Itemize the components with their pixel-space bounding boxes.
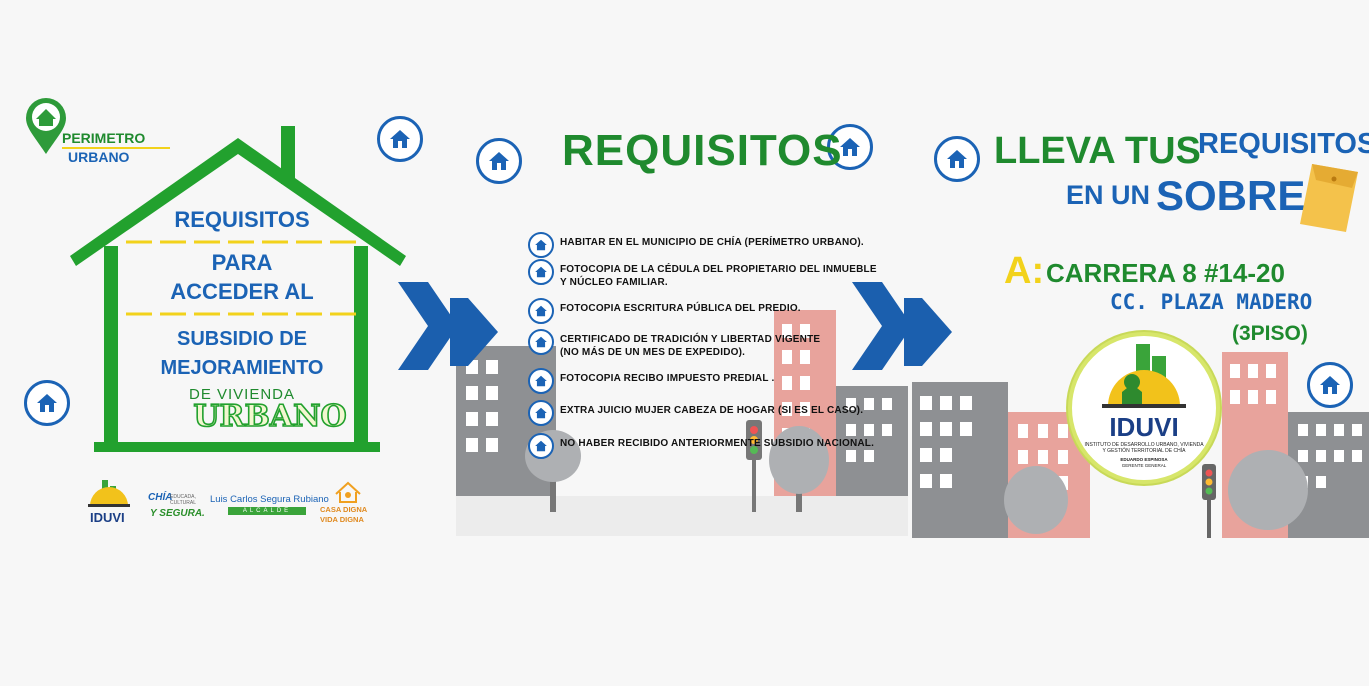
lleva-tus-text: LLEVA TUS (994, 130, 1201, 172)
arrow-icon (398, 282, 498, 370)
list-item-text: HABITAR EN EL MUNICIPIO DE CHÍA (PERÍMET… (560, 237, 864, 248)
list-item-text-2: Y NÚCLEO FAMILIAR. (560, 277, 668, 288)
list-item-text: FOTOCOPIA DE LA CÉDULA DEL PROPIETARIO D… (560, 264, 877, 275)
iduvi-logo-text: IDUVI (90, 510, 125, 525)
mayor-name: Luis Carlos Segura Rubiano (210, 494, 329, 505)
house-icon (1307, 362, 1353, 408)
list-item-text: NO HABER RECIBIDO ANTERIORMENTE SUBSIDIO… (560, 438, 875, 449)
address-text: CARRERA 8 #14-20 (1046, 258, 1285, 288)
house-bullet-icon (528, 298, 554, 324)
house-bullet-icon (528, 232, 554, 258)
iduvi-seal-icon (1102, 344, 1186, 408)
chia-sub: EDUCADA, CULTURAL (170, 494, 197, 506)
house-icon (377, 116, 423, 162)
house-bullet-icon (528, 259, 554, 285)
divider (62, 147, 170, 149)
list-item-text: FOTOCOPIA RECIBO IMPUESTO PREDIAL . (560, 373, 775, 384)
place-text: CC. PLAZA MADERO (1110, 290, 1313, 314)
floor-text: (3PISO) (1232, 322, 1308, 345)
iduvi-seal-name: IDUVI (1109, 412, 1179, 442)
sobre-word: SOBRE (1156, 172, 1306, 219)
mayor-logo: Luis Carlos Segura Rubiano ALCALDE (210, 494, 329, 518)
perimetro-badge: PERIMETRO URBANO (24, 96, 170, 166)
list-item: EXTRA JUICIO MUJER CABEZA DE HOGAR (SI E… (528, 400, 864, 426)
house-bullet-icon (528, 329, 554, 355)
house-icon (476, 138, 522, 184)
house-line5: MEJORAMIENTO (160, 357, 324, 379)
chia-sub2: Y SEGURA. (150, 508, 205, 519)
list-item-text: CERTIFICADO DE TRADICIÓN Y LIBERTAD VIGE… (560, 334, 821, 345)
a-label: A: (1004, 250, 1045, 292)
iduvi-logo-icon (88, 480, 130, 507)
house-icon (934, 136, 980, 182)
chia-logo: CHÍA EDUCADA, CULTURAL Y SEGURA. (146, 490, 210, 530)
house-line6: DE VIVIENDA (188, 386, 296, 403)
list-item-text-2: (NO MÁS DE UN MES DE EXPEDIDO). (560, 347, 746, 358)
perimetro-line1: PERIMETRO (62, 130, 146, 146)
casa-text2: VIDA DIGNA (320, 515, 364, 524)
requisitos-word: REQUISITOS (1198, 128, 1369, 160)
list-item: NO HABER RECIBIDO ANTERIORMENTE SUBSIDIO… (528, 433, 875, 459)
house-line2: PARA (211, 250, 273, 275)
city-background-middle (456, 310, 908, 536)
list-item-text: FOTOCOPIA ESCRITURA PÚBLICA DEL PREDIO. (560, 303, 801, 314)
location-pin-icon (26, 98, 66, 154)
iduvi-seal-role: GERENTE GENERAL (1121, 463, 1167, 468)
list-item: FOTOCOPIA RECIBO IMPUESTO PREDIAL . (528, 368, 775, 394)
house-outline (70, 126, 406, 452)
iduvi-seal-desc2: Y GESTIÓN TERRITORIAL DE CHÍA (1102, 448, 1186, 454)
casa-digna-icon (335, 481, 361, 503)
house-icon (24, 380, 70, 426)
iduvi-seal: IDUVI INSTITUTO DE DESARROLLO URBANO, VI… (1068, 332, 1220, 484)
house-icon (827, 124, 873, 170)
en-un-text: EN UN (1066, 180, 1151, 210)
iduvi-seal-person: EDUARDO ESPINOSA (1120, 457, 1168, 462)
iduvi-seal-desc1: INSTITUTO DE DESARROLLO URBANO, VIVIENDA (1084, 442, 1204, 448)
arrow-icon (852, 282, 952, 370)
list-item: CERTIFICADO DE TRADICIÓN Y LIBERTAD VIGE… (528, 329, 821, 359)
envelope-icon (1300, 164, 1358, 232)
list-item-text: EXTRA JUICIO MUJER CABEZA DE HOGAR (SI E… (560, 405, 864, 416)
list-item: FOTOCOPIA ESCRITURA PÚBLICA DEL PREDIO. (528, 298, 801, 324)
house-line7: URBANO (193, 399, 348, 434)
requisitos-title: REQUISITOS (562, 126, 843, 175)
list-item: HABITAR EN EL MUNICIPIO DE CHÍA (PERÍMET… (528, 232, 864, 258)
house-bullet-icon (528, 400, 554, 426)
house-line3: ACCEDER AL (170, 279, 314, 304)
perimetro-line2: URBANO (68, 149, 130, 165)
house-bullet-icon (528, 368, 554, 394)
list-item: FOTOCOPIA DE LA CÉDULA DEL PROPIETARIO D… (528, 259, 877, 289)
house-line4: SUBSIDIO DE (176, 328, 308, 350)
casa-text1: CASA DIGNA (320, 505, 368, 514)
chia-text: CHÍA (148, 492, 173, 503)
mayor-role: ALCALDE (228, 507, 306, 515)
casa-digna-logo: CASA DIGNA VIDA DIGNA (320, 480, 376, 530)
iduvi-logo: IDUVI (84, 478, 134, 526)
house-bullet-icon (528, 433, 554, 459)
house-line1: REQUISITOS (174, 207, 310, 232)
